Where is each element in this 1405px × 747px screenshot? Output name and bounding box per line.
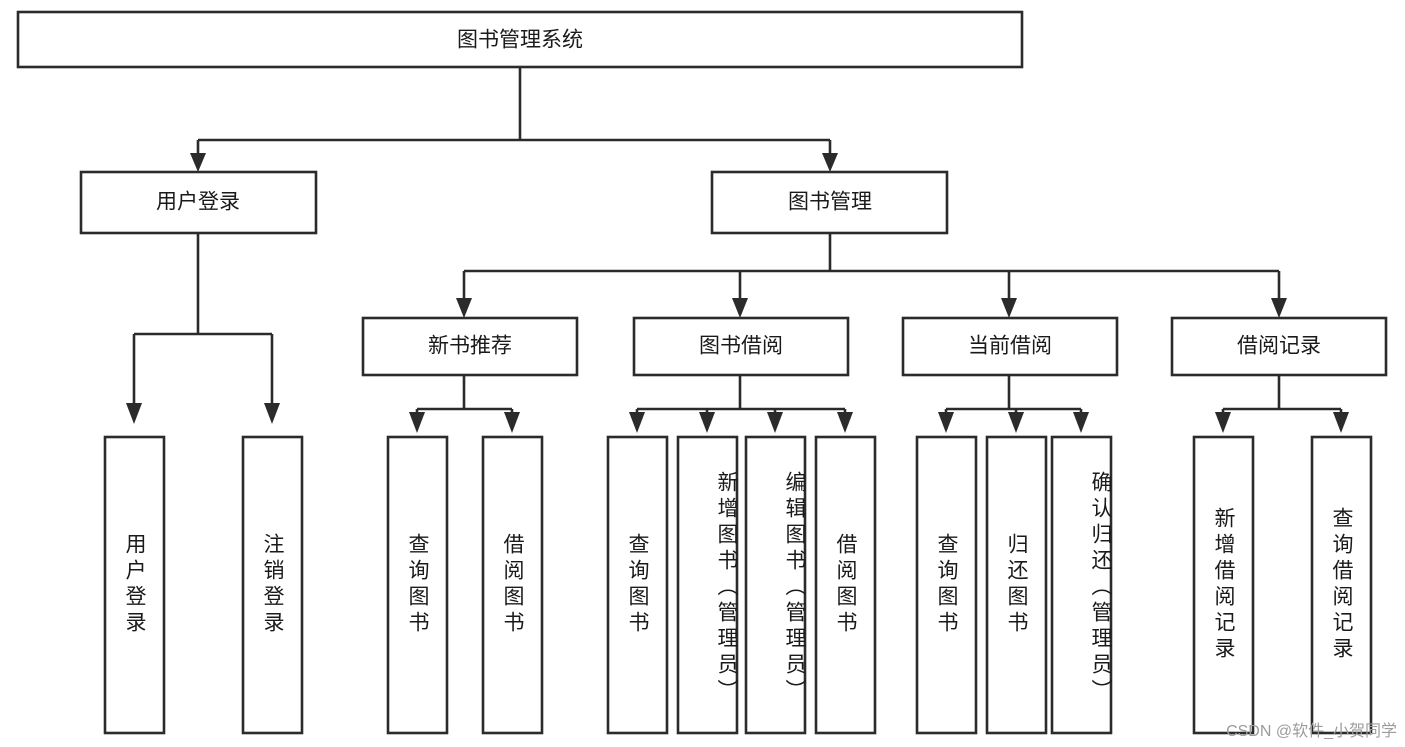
leaf-current-confirm-return-admin[interactable]	[1050, 435, 1113, 735]
leaf-borrow-borrow-book[interactable]	[814, 435, 877, 735]
arrow-head-book-borrow	[732, 298, 748, 318]
leaf-borrow-add-book-admin[interactable]	[676, 435, 739, 735]
node-root-label: 图书管理系统	[457, 29, 583, 52]
node-current-borrow-label: 当前借阅	[968, 335, 1052, 358]
node-user-login[interactable]	[79, 170, 318, 235]
leaf-borrow-query-book[interactable]	[606, 435, 669, 735]
leaf-record-add-record[interactable]	[1192, 435, 1255, 735]
leaf-recommend-borrow-book[interactable]	[481, 435, 544, 735]
node-borrow-record[interactable]	[1170, 316, 1388, 377]
arrow-head-record-leaf-1	[1215, 412, 1231, 433]
node-current-borrow[interactable]	[901, 316, 1119, 377]
arrow-head-book-manage	[822, 153, 838, 172]
arrow-head-leaf-user-login	[126, 403, 142, 424]
leaf-borrow-edit-book-admin[interactable]	[744, 435, 807, 735]
arrow-head-borrow-leaf-1	[629, 412, 645, 433]
leaf-current-return-book[interactable]	[985, 435, 1048, 735]
node-borrow-record-label: 借阅记录	[1237, 335, 1321, 358]
arrow-head-borrow-record	[1271, 298, 1287, 318]
leaf-user-login[interactable]	[103, 435, 166, 735]
node-new-book-recommend[interactable]	[361, 316, 579, 377]
node-book-borrow[interactable]	[632, 316, 850, 377]
csdn-watermark: CSDN @软件_小贺同学	[1226, 723, 1397, 740]
arrow-head-user-login	[190, 153, 206, 172]
node-book-borrow-label: 图书借阅	[699, 335, 783, 358]
leaf-logout[interactable]	[241, 435, 304, 735]
arrow-head-borrow-leaf-3	[767, 412, 783, 433]
arrow-head-leaf-logout	[264, 403, 280, 424]
arrow-head-borrow-leaf-2	[699, 412, 715, 433]
node-book-management[interactable]	[710, 170, 949, 235]
arrow-head-record-leaf-2	[1333, 412, 1349, 433]
leaf-recommend-query-book[interactable]	[386, 435, 449, 735]
node-root-book-management-system[interactable]	[16, 10, 1024, 69]
arrow-head-current-leaf-3	[1073, 412, 1089, 433]
arrow-head-current-leaf-1	[938, 412, 954, 433]
connector-layer	[126, 67, 1349, 433]
node-layer: 图书管理系统 用户登录 图书管理 新书推荐 图书借阅 当前借阅 借阅记录	[16, 10, 1388, 735]
arrow-head-current-leaf-2	[1008, 412, 1024, 433]
arrow-head-recommend-leaf-2	[504, 412, 520, 433]
arrow-head-borrow-leaf-4	[837, 412, 853, 433]
leaf-current-query-book[interactable]	[915, 435, 978, 735]
arrow-head-current-borrow	[1001, 298, 1017, 318]
leaf-record-query-record[interactable]	[1310, 435, 1373, 735]
arrow-head-recommend-leaf-1	[409, 412, 425, 433]
node-book-management-label: 图书管理	[788, 191, 872, 214]
node-new-book-recommend-label: 新书推荐	[428, 335, 512, 358]
node-user-login-label: 用户登录	[156, 191, 240, 214]
arrow-head-new-book-recommend	[456, 298, 472, 318]
